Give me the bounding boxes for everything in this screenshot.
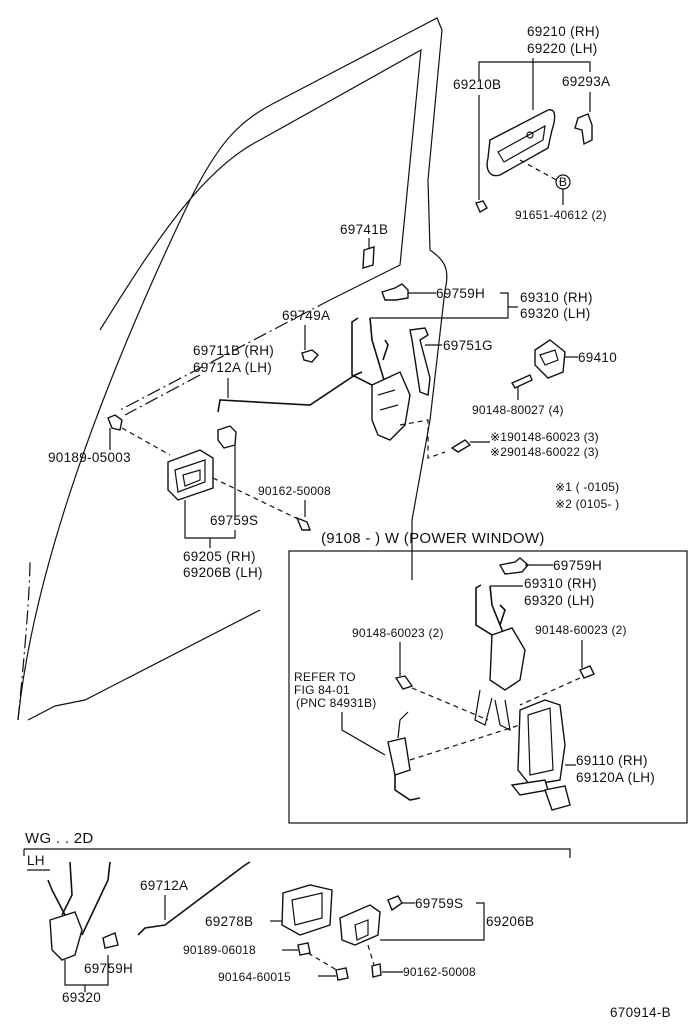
- label-remote-rod-rh: 69711B (RH): [193, 343, 274, 358]
- figure-id: 670914-B: [610, 1005, 671, 1020]
- label-remote-rod-lh: 69712A (LH): [193, 360, 272, 375]
- label-wg-rod-clip-s: 69759S: [415, 896, 463, 911]
- label-wg-remote-rod: 69712A: [140, 878, 188, 893]
- lock-screw-group: ※190148-60023 (3) ※290148-60022 (3) ※1 (…: [450, 430, 619, 511]
- label-rod-clip-left: 69749A: [282, 308, 330, 323]
- power-window-section: (9108 - ) W (POWER WINDOW) 69759H 69310 …: [288, 530, 688, 824]
- label-lock-screw-1: ※190148-60023 (3): [490, 430, 599, 444]
- label-pw-screw-left: 90148-60023 (2): [352, 626, 444, 640]
- door-outline: [17, 17, 448, 721]
- label-handle-screw: 91651-40612 (2): [515, 208, 607, 222]
- inside-handle: [167, 449, 214, 501]
- label-wg-lock: 69320: [62, 990, 101, 1005]
- label-rod-clip-upper: 69759H: [436, 286, 485, 301]
- label-outside-handle-rh: 69210 (RH): [527, 24, 600, 39]
- label-door-lock-lh: 69320 (LH): [520, 306, 591, 321]
- rod-clip-upper-part: [381, 283, 409, 301]
- label-wg-inside-handle: 69206B: [486, 914, 534, 929]
- label-door-lock-rh: 69310 (RH): [520, 290, 593, 305]
- label-wg-bezel: 69278B: [205, 914, 253, 929]
- label-wg-screw-1: 90164-60015: [218, 970, 291, 984]
- label-lock-screw-2: ※290148-60022 (3): [490, 445, 599, 459]
- handle-clip-part: [574, 113, 593, 146]
- label-refer-line-3: (PNC 84931B): [296, 696, 376, 710]
- power-window-header: (9108 - ) W (POWER WINDOW): [321, 530, 545, 547]
- handle-pad-part: [475, 200, 488, 213]
- label-wg-rod-clip-h: 69759H: [84, 961, 133, 976]
- label-striker: 69410: [578, 350, 617, 365]
- label-screw-marker: B: [559, 175, 567, 189]
- label-refer-line-2: FIG 84-01: [294, 683, 350, 697]
- label-handle-pad: 69210B: [453, 77, 501, 92]
- label-wg-clip: 90189-06018: [183, 943, 256, 957]
- label-striker-screw: 90148-80027 (4): [472, 403, 564, 417]
- label-pw-door-lock-rh: 69310 (RH): [524, 576, 597, 591]
- label-note-2: ※2 (0105- ): [555, 497, 619, 511]
- label-note-1: ※1 ( -0105): [555, 480, 619, 494]
- label-inside-handle-lh: 69206B (LH): [183, 565, 263, 580]
- label-pw-door-lock-lh: 69320 (LH): [524, 593, 595, 608]
- label-handle-clip: 69293A: [562, 74, 610, 89]
- wg-header: WG . . 2D: [25, 830, 94, 847]
- door-lock-group: 69759H 69310 (RH) 69320 (LH) 69749A 6975…: [282, 283, 593, 459]
- power-window-frame: [288, 550, 688, 824]
- outside-handle: [486, 109, 556, 177]
- lock-retainer-group: 69741B: [340, 222, 388, 269]
- label-outside-handle-lh: 69220 (LH): [527, 41, 598, 56]
- label-actuator-rh: 69110 (RH): [576, 753, 648, 768]
- label-clip-left: 90189-05003: [48, 450, 131, 465]
- label-rod-clip-s: 69759S: [210, 513, 258, 528]
- label-pw-screw-right: 90148-60023 (2): [535, 623, 627, 637]
- label-lock-retainer: 69741B: [340, 222, 388, 237]
- label-inside-handle-screw: 90162-50008: [258, 484, 331, 498]
- label-lock-protector: 69751G: [443, 338, 493, 353]
- wg-side-label: LH: [27, 853, 45, 868]
- label-pw-rod-clip: 69759H: [553, 558, 602, 573]
- label-inside-handle-rh: 69205 (RH): [183, 549, 256, 564]
- striker-group: 69410 90148-80027 (4): [472, 339, 617, 417]
- label-wg-screw-2: 90162-50008: [403, 965, 476, 979]
- outside-handle-group: 69210 (RH) 69220 (LH) 69210B 69293A B 91…: [453, 24, 610, 222]
- remote-rod-group: 69711B (RH) 69712A (LH) 90189-05003 6975…: [48, 343, 363, 580]
- label-actuator-lh: 69120A (LH): [576, 770, 655, 785]
- label-refer-line-1: REFER TO: [294, 670, 356, 684]
- wg-2d-section: WG . . 2D LH 69320 69759H 69712A 69278B …: [23, 830, 571, 1005]
